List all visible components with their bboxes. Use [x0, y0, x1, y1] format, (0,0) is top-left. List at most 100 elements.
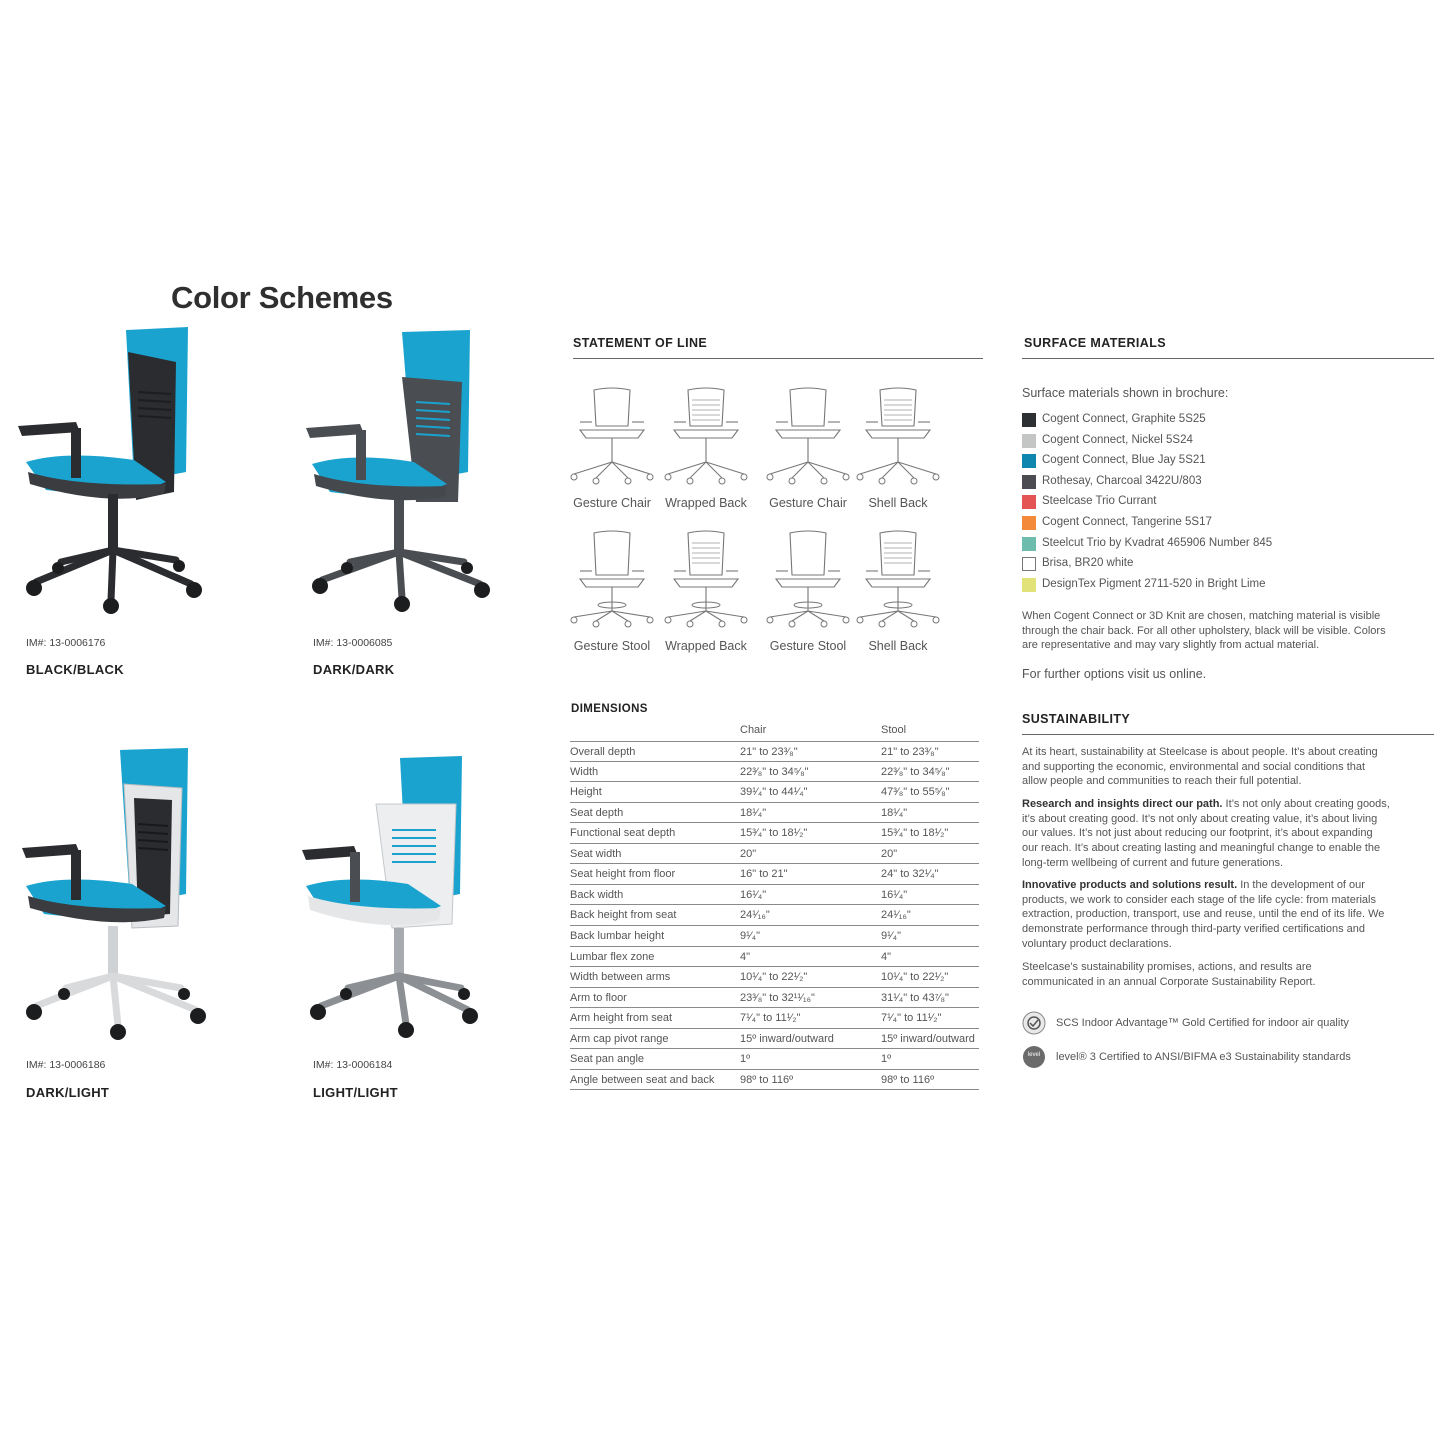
material-label: Cogent Connect, Nickel 5S24 — [1042, 433, 1193, 446]
scheme-name: LIGHT/LIGHT — [313, 1085, 398, 1100]
color-swatch — [1022, 474, 1036, 489]
dimension-label: Seat height from floor — [570, 868, 676, 881]
chair-value: 98º to 116º — [740, 1073, 794, 1086]
material-label: DesignTex Pigment 2711-520 in Bright Lim… — [1042, 577, 1266, 590]
stool-value: 1º — [881, 1053, 892, 1066]
dimension-label: Back width — [570, 888, 624, 901]
stool-value: 4" — [881, 950, 892, 963]
dimension-label: Back lumbar height — [570, 929, 665, 942]
material-label: Steelcut Trio by Kvadrat 465906 Number 8… — [1042, 536, 1273, 549]
dimension-label: Back height from seat — [570, 909, 677, 922]
chair-value: 10¹⁄₄" to 22¹⁄₂" — [740, 971, 808, 984]
table-row: Width between arms 10¹⁄₄" to 22¹⁄₂" 10¹⁄₄"… — [570, 967, 979, 988]
chair-line-drawing-icon — [856, 530, 940, 628]
table-row: Arm to floor 23³⁄₈" to 32¹¹⁄₁₆" 31¹⁄₄" to … — [570, 988, 979, 1009]
sustainability-heading: SUSTAINABILITY — [1022, 712, 1131, 726]
color-swatch — [1022, 495, 1036, 510]
im-number: IM#: 13-0006085 — [313, 637, 393, 649]
section-rule — [573, 358, 983, 359]
line-item-caption: Gesture Stool — [769, 639, 847, 653]
line-item: Shell Back — [852, 529, 944, 659]
chair-value: 24¹⁄₁₆" — [740, 909, 770, 922]
section-rule — [1022, 734, 1434, 735]
dimension-label: Overall depth — [570, 746, 636, 758]
stool-value: 16¹⁄₄" — [881, 888, 908, 901]
stool-value: 21" to 23³⁄₈" — [881, 746, 939, 758]
color-swatch — [1022, 557, 1036, 572]
line-item-caption: Gesture Stool — [573, 639, 651, 653]
chair-value: 23³⁄₈" to 32¹¹⁄₁₆" — [740, 991, 815, 1004]
stool-value: 18¹⁄₄" — [881, 806, 908, 819]
chair-value: 20" — [740, 847, 757, 860]
chair-value: 39¹⁄₄" to 44¹⁄₄" — [740, 786, 808, 799]
dimension-label: Seat depth — [570, 806, 624, 819]
line-item: Wrapped Back — [660, 386, 752, 516]
stool-value: 98º to 116º — [881, 1073, 935, 1086]
material-label: Rothesay, Charcoal 3422U/803 — [1042, 474, 1202, 487]
material-label: Brisa, BR20 white — [1042, 557, 1134, 570]
material-label: Cogent Connect, Graphite 5S25 — [1042, 413, 1206, 425]
stool-value: 10¹⁄₄" to 22¹⁄₂" — [881, 971, 949, 984]
dimension-label: Seat width — [570, 847, 622, 860]
section-rule — [1022, 358, 1434, 359]
line-item-caption: Gesture Chair — [573, 496, 651, 510]
chair-value: 16" to 21" — [740, 868, 788, 881]
table-row: Seat width 20" 20" — [570, 844, 979, 865]
chair-value: 22³⁄₈" to 34⁵⁄₈" — [740, 765, 809, 778]
cert-label: SCS Indoor Advantage™ Gold Certified for… — [1056, 1017, 1349, 1029]
scheme-name: DARK/LIGHT — [26, 1085, 110, 1100]
stool-value: 24" to 32¹⁄₄" — [881, 868, 939, 881]
chair-line-drawing-icon — [664, 387, 748, 485]
color-swatch — [1022, 516, 1036, 530]
chair-value: 15³⁄₄" to 18¹⁄₂" — [740, 827, 808, 840]
column-header-stool: Stool — [881, 724, 907, 736]
line-item: Gesture Chair — [762, 386, 854, 516]
chair-line-drawing-icon — [664, 530, 748, 628]
surface-further: For further options visit us online. — [1022, 667, 1207, 681]
level-icon-text: level — [1028, 1052, 1040, 1058]
chair-light-light — [296, 744, 516, 1044]
dimension-label: Width between arms — [570, 971, 671, 984]
dimension-label: Lumbar flex zone — [570, 950, 655, 963]
chair-value: 18¹⁄₄" — [740, 806, 767, 819]
material-label: Cogent Connect, Blue Jay 5S21 — [1042, 454, 1206, 467]
sustainability-paragraph: At its heart, sustainability at Steelcas… — [1022, 746, 1378, 788]
surface-note: When Cogent Connect or 3D Knit are chose… — [1022, 610, 1386, 652]
material-label: Cogent Connect, Tangerine 5S17 — [1042, 516, 1212, 528]
surface-materials-heading: SURFACE MATERIALS — [1024, 336, 1166, 350]
chair-dark-dark — [302, 322, 522, 622]
chair-value: 15º inward/outward — [740, 1032, 834, 1045]
line-item-caption: Shell Back — [868, 639, 928, 653]
line-item-caption: Wrapped Back — [665, 496, 747, 510]
sustainability-paragraph: Steelcase’s sustainability promises, act… — [1022, 961, 1316, 988]
line-item: Gesture Stool — [762, 529, 854, 659]
stool-value: 20" — [881, 847, 898, 860]
stool-value: 15º inward/outward — [881, 1032, 975, 1045]
color-swatch — [1022, 536, 1036, 551]
page-title: Color Schemes — [171, 280, 393, 315]
scheme-name: DARK/DARK — [313, 662, 395, 677]
table-row: Seat depth 18¹⁄₄" 18¹⁄₄" — [570, 803, 979, 824]
dimensions-heading: DIMENSIONS — [571, 703, 648, 715]
line-item-caption: Gesture Chair — [769, 496, 847, 510]
stool-value: 31¹⁄₄" to 43⁷⁄₈" — [881, 991, 949, 1004]
line-item-caption: Wrapped Back — [665, 639, 747, 653]
statement-heading: STATEMENT OF LINE — [573, 336, 708, 350]
line-item: Gesture Stool — [566, 529, 658, 659]
im-number: IM#: 13-0006186 — [26, 1059, 106, 1071]
line-item: Gesture Chair — [566, 386, 658, 516]
stool-value: 22³⁄₈" to 34⁵⁄₈" — [881, 765, 950, 778]
dimension-label: Arm to floor — [570, 991, 627, 1004]
paragraph-lead: Research and insights direct our path. — [1022, 798, 1223, 810]
paragraph-body: In the development of our products, we w… — [1022, 879, 1385, 950]
